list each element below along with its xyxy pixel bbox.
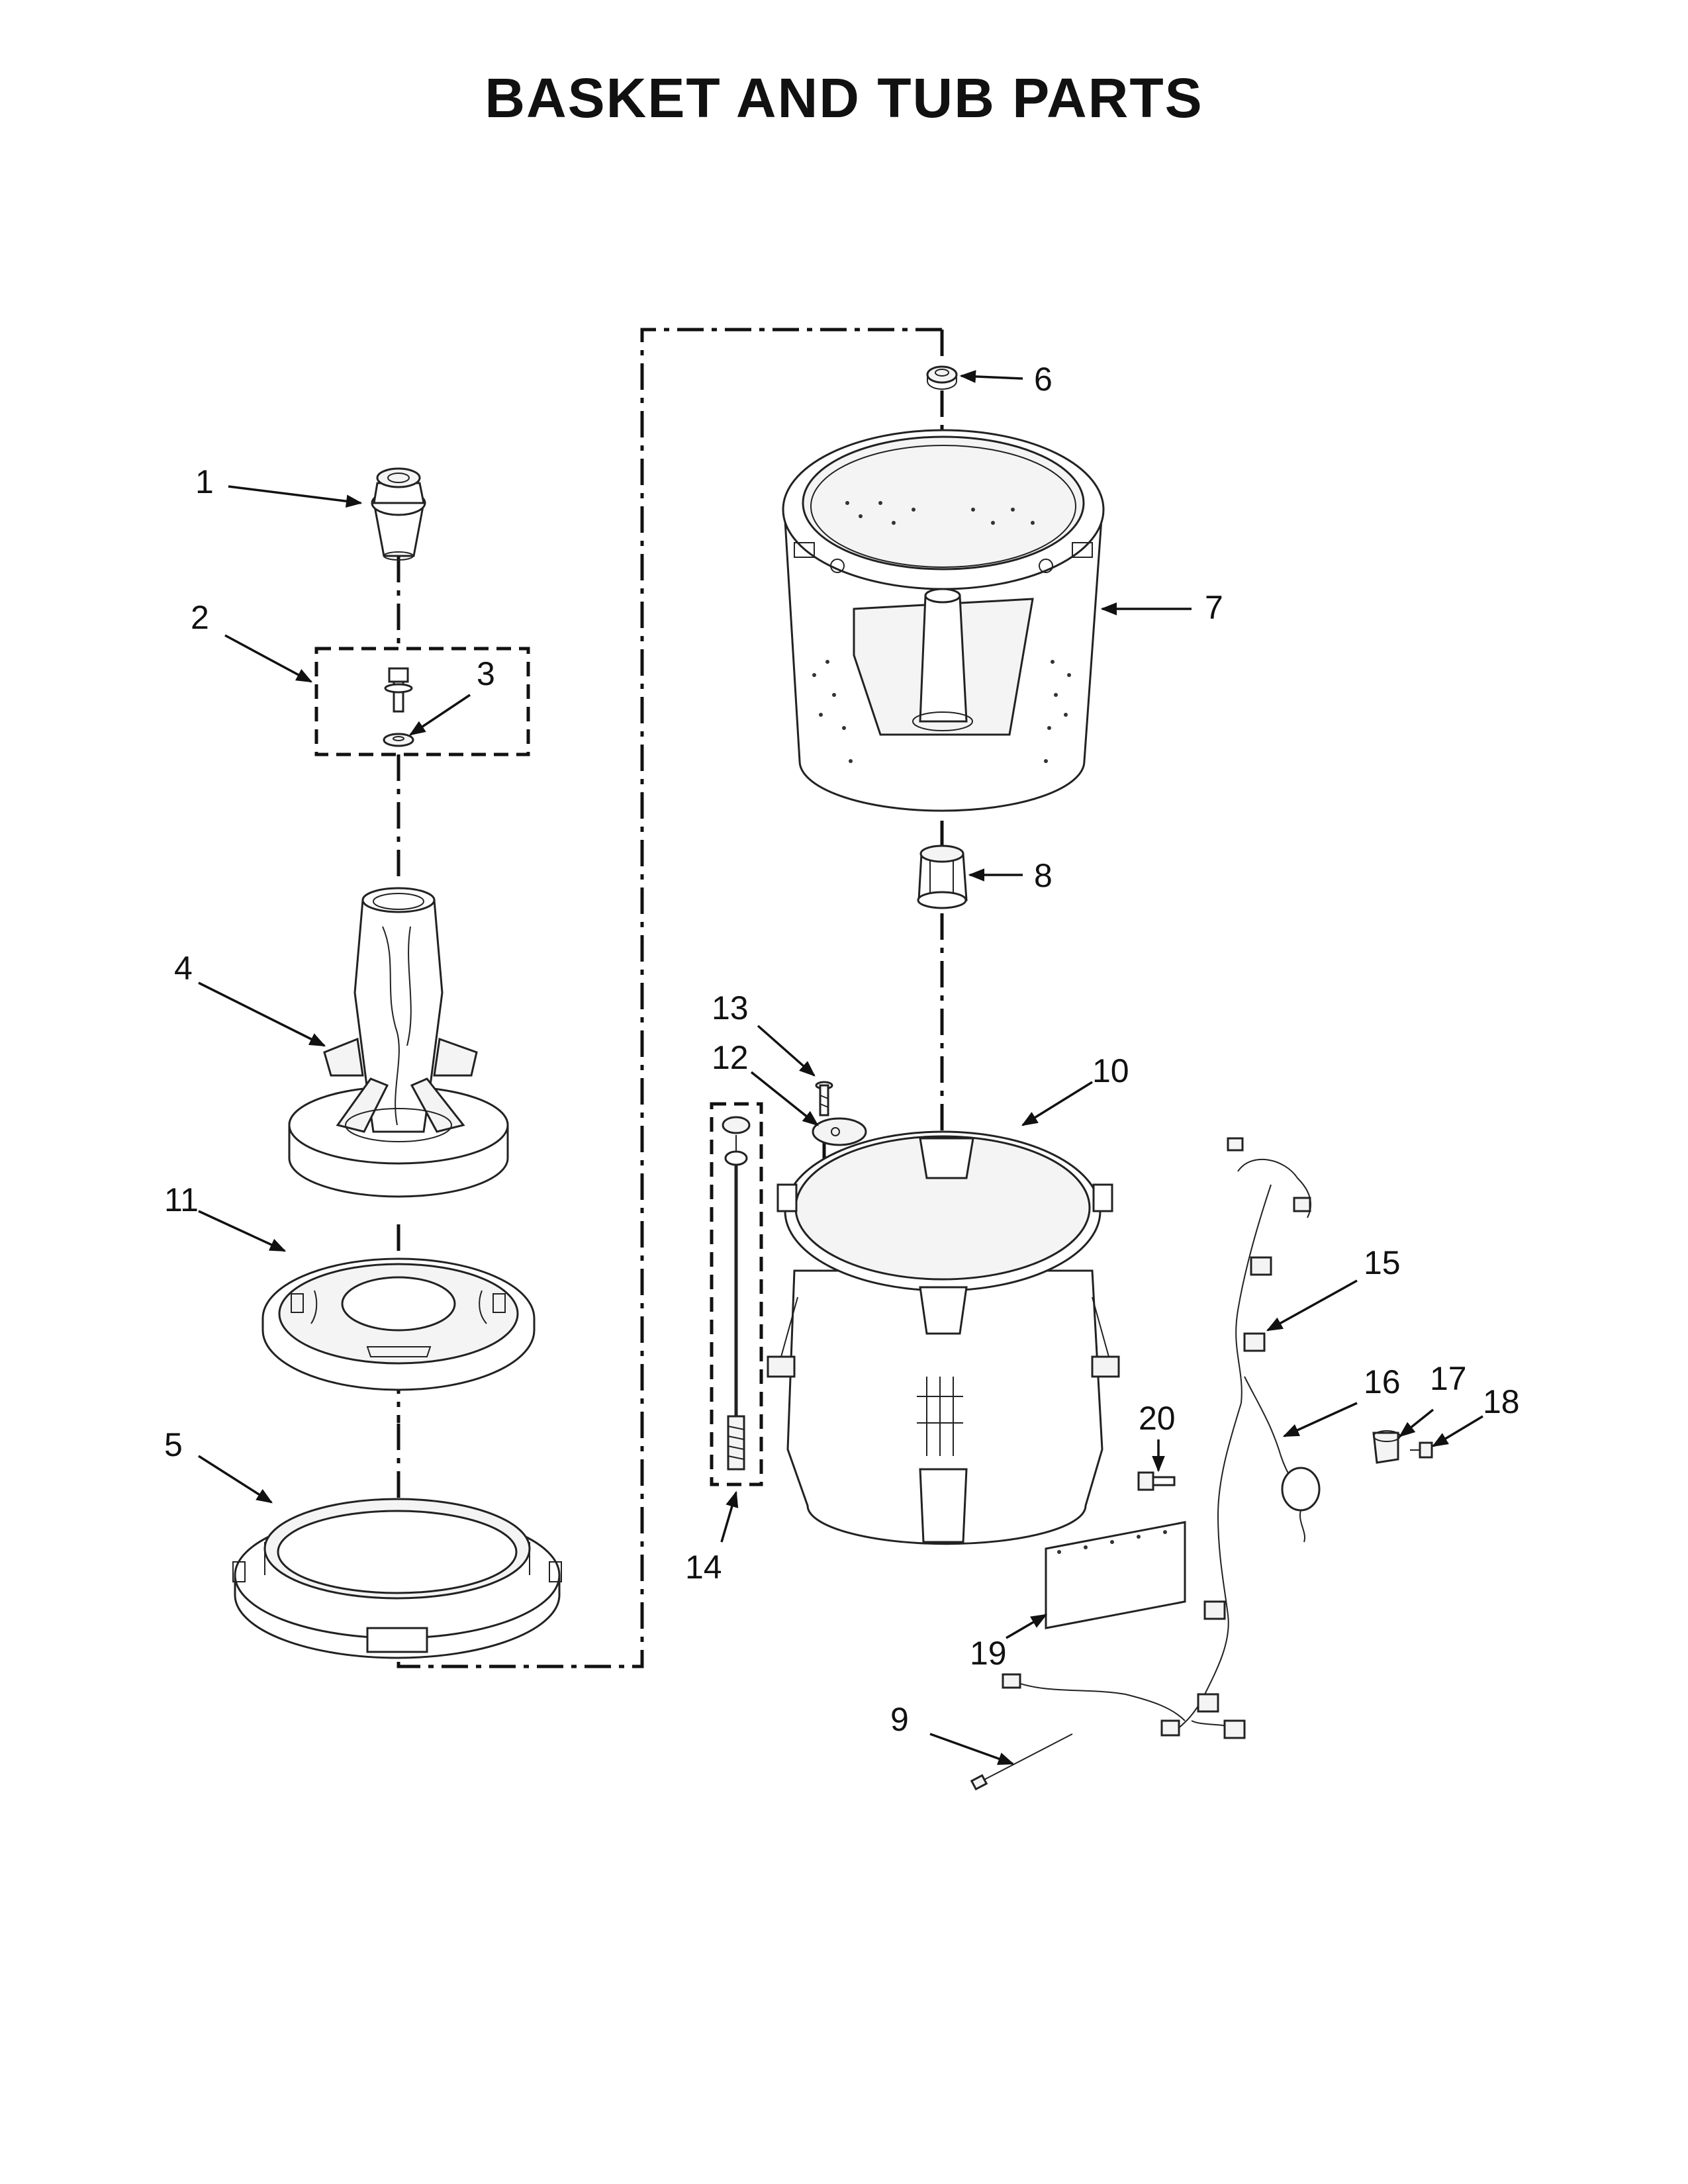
callout-9: 9 [890, 1701, 909, 1738]
leader-lines [198, 370, 1483, 1765]
callout-3: 3 [477, 655, 495, 692]
callout-6: 6 [1034, 361, 1053, 398]
page-title: BASKET AND TUB PARTS [485, 67, 1203, 129]
pressure-hose-icon [722, 1116, 751, 1471]
callout-labels: 1 2 3 4 5 6 7 8 9 10 11 12 13 14 15 16 1… [164, 361, 1520, 1738]
ring-icon [232, 1498, 562, 1659]
cable-tie-icon [970, 1733, 1073, 1791]
screw-icon [1410, 1441, 1433, 1459]
spline-coupler-icon [917, 844, 968, 909]
callout-8: 8 [1034, 857, 1053, 894]
callout-12: 12 [712, 1039, 749, 1076]
callout-1: 1 [195, 463, 214, 500]
callout-7: 7 [1205, 589, 1223, 626]
pressure-hose-box [710, 1102, 763, 1486]
nut-icon [926, 365, 958, 390]
callout-5: 5 [164, 1426, 183, 1463]
bolt-kit-box [314, 647, 530, 756]
agitator-cap-icon [371, 467, 426, 561]
callout-15: 15 [1364, 1244, 1401, 1281]
wire-harness-icon [1002, 1137, 1311, 1739]
tub-icon [767, 1130, 1120, 1545]
clip-icon [812, 1117, 867, 1146]
basket-icon [782, 429, 1105, 812]
screw-icon [1137, 1471, 1176, 1491]
bolt-and-washer-icon [383, 667, 414, 747]
callout-10: 10 [1092, 1052, 1129, 1089]
callout-17: 17 [1430, 1360, 1467, 1397]
callout-19: 19 [970, 1635, 1007, 1672]
agitator-icon [288, 887, 509, 1198]
clamp-icon [1372, 1430, 1401, 1464]
shield-plate-icon [1045, 1521, 1186, 1629]
clamp-icon [1281, 1467, 1321, 1543]
callout-11: 11 [164, 1181, 199, 1218]
callout-18: 18 [1483, 1383, 1520, 1420]
screw-icon [815, 1081, 833, 1116]
callout-14: 14 [685, 1549, 722, 1586]
hub-icon [261, 1257, 536, 1391]
callout-13: 13 [712, 989, 749, 1026]
callout-20: 20 [1139, 1400, 1176, 1437]
callout-16: 16 [1364, 1363, 1401, 1400]
callout-2: 2 [191, 599, 209, 636]
callout-4: 4 [174, 950, 193, 987]
